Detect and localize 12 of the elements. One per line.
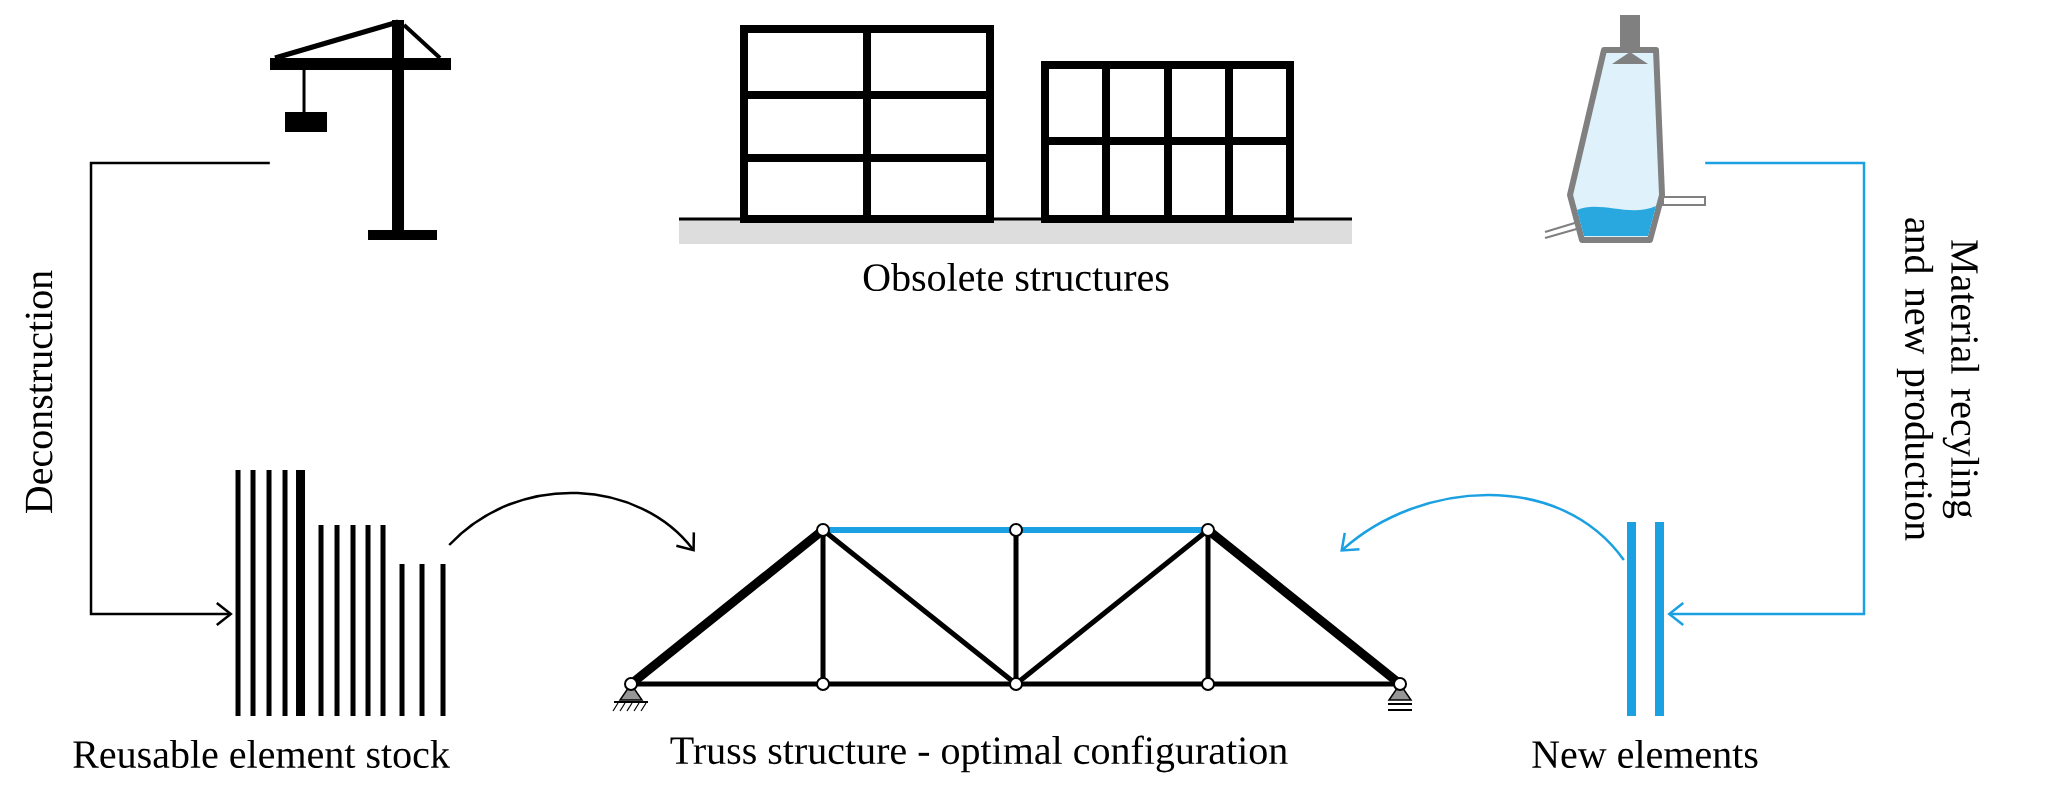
node-label: Reusable element stock <box>73 739 450 769</box>
node-label: New elements <box>1532 739 1758 769</box>
arrow <box>1340 493 1625 561</box>
arrow <box>89 161 270 626</box>
tower-crane-drawing <box>270 19 451 240</box>
edge-label: Deconstruction <box>25 270 53 514</box>
arrow <box>1667 161 1866 626</box>
arrow <box>448 491 696 552</box>
node-label: Truss structure - optimal configuration <box>670 735 1288 773</box>
edge-label: Material recyling and new production <box>1896 218 1980 541</box>
node-label: Obsolete structures <box>863 262 1169 292</box>
furnace-drawing <box>1544 15 1706 243</box>
